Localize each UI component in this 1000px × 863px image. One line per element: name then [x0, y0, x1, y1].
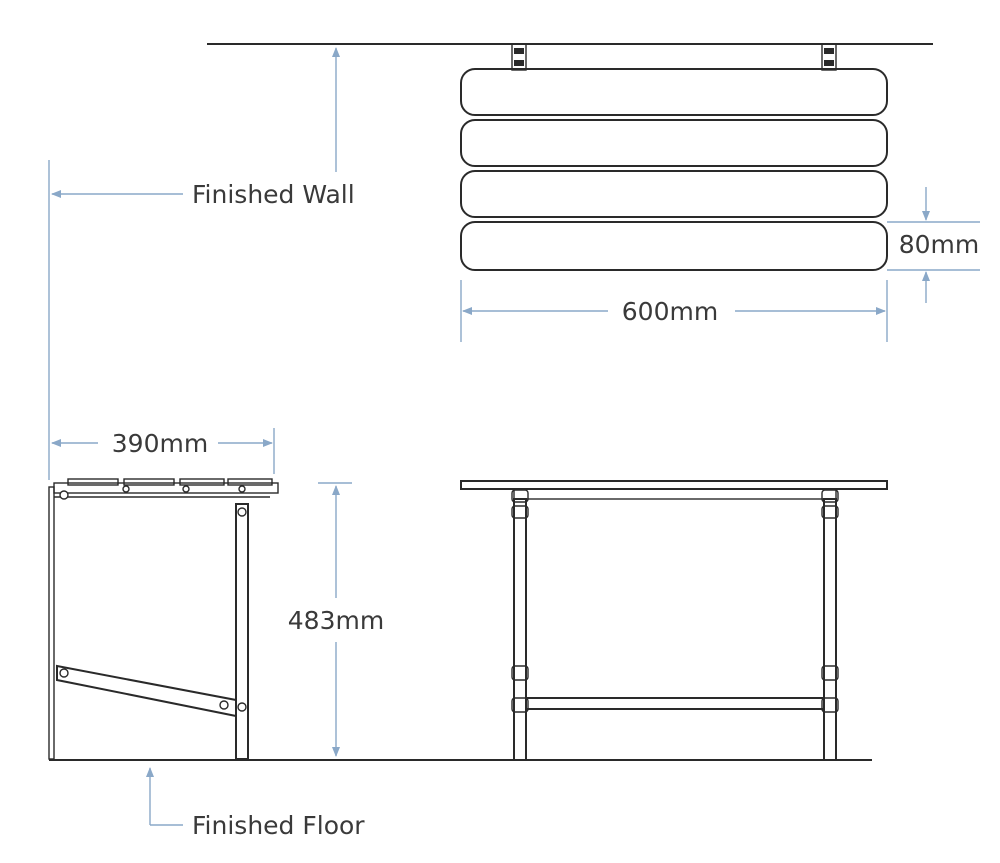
wall-bracket-right — [821, 43, 837, 71]
front-left-leg — [513, 498, 527, 761]
side-view: 390mm — [48, 428, 279, 760]
slat-connectors — [515, 114, 835, 218]
dimension-600mm — [460, 280, 888, 342]
dimension-483mm — [318, 482, 352, 757]
side-seat-top — [53, 482, 279, 494]
label-390mm: 390mm — [112, 429, 208, 458]
side-wall-plate — [48, 486, 55, 760]
label-finished-floor: Finished Floor — [192, 811, 365, 840]
label-600mm: 600mm — [622, 297, 718, 326]
label-483mm: 483mm — [288, 606, 384, 635]
side-front-leg — [235, 503, 249, 760]
finished-wall-leader — [48, 47, 340, 480]
front-seat-top — [460, 480, 888, 490]
dimension-80mm — [887, 187, 980, 303]
slat-3 — [460, 170, 888, 218]
finished-floor-leader — [146, 767, 183, 826]
front-right-leg — [823, 498, 837, 761]
top-view: 80mm 600mm — [207, 43, 980, 342]
slat-4 — [460, 221, 888, 271]
dimension-390mm — [51, 428, 275, 474]
slat-2 — [460, 119, 888, 167]
wall-bracket-left — [511, 43, 527, 71]
label-finished-wall: Finished Wall — [192, 180, 355, 209]
slat-1 — [460, 68, 888, 116]
label-80mm: 80mm — [899, 230, 980, 259]
front-cross-rail — [525, 697, 825, 710]
side-diagonal-brace — [56, 664, 237, 718]
front-view — [460, 480, 888, 761]
